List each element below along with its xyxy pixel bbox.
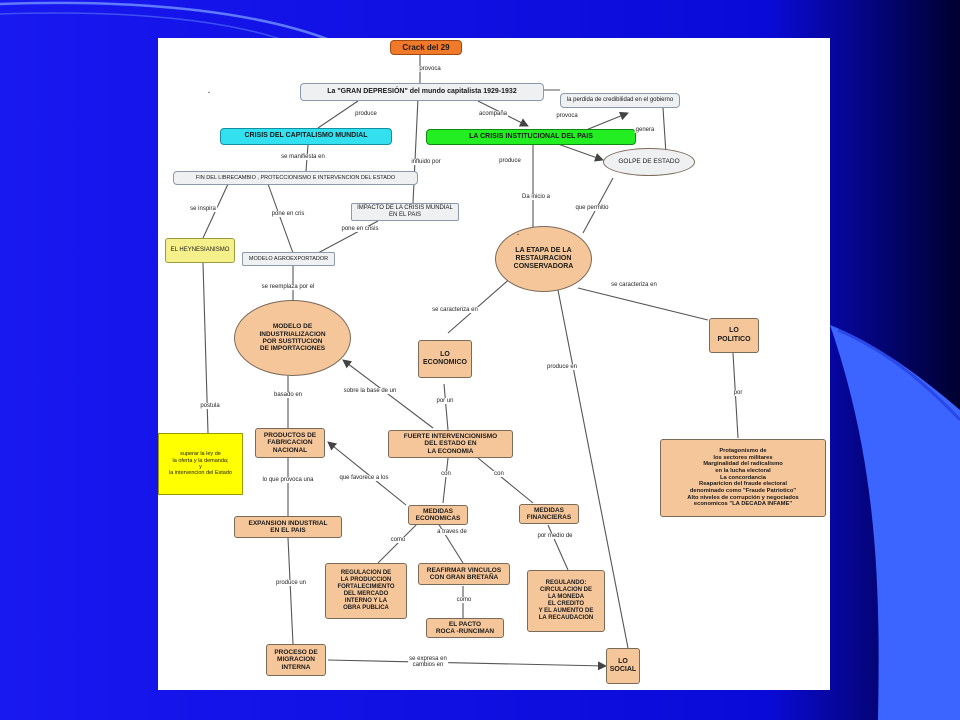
- link-label: produce: [354, 111, 378, 117]
- link-label: por un: [435, 398, 455, 404]
- link-label: basado en: [272, 392, 304, 398]
- link-label: provoca: [555, 113, 579, 119]
- node-golpe-de-estado: GOLPE DE ESTADO: [603, 148, 695, 176]
- node-crack-del-29: Crack del 29: [390, 40, 462, 55]
- node-regulando: REGULANDO: CIRCULACION DE LA MONEDA EL C…: [527, 570, 605, 632]
- link-label: genera: [634, 127, 656, 133]
- link-label: postula: [199, 403, 221, 409]
- link-label: produce en: [545, 364, 579, 370]
- link-label: pone en cris: [270, 211, 306, 217]
- node-reafirmar-vinculos: REAFIRMAR VINCULOS CON GRAN BRETAÑA: [418, 563, 510, 585]
- link-label: que permitio: [574, 205, 610, 211]
- link-label: por: [732, 390, 744, 396]
- node-protagonismo: Protagonismo de los sectores militares M…: [660, 439, 826, 517]
- link-label: con: [493, 471, 505, 477]
- link-label: provoca: [418, 66, 442, 72]
- link-label: por medio de: [536, 533, 574, 539]
- node-lo-politico: LO POLITICO: [709, 318, 759, 353]
- link-label: se caracteriza en: [610, 282, 658, 288]
- node-keynesianismo: EL HEYNESIANISMO: [165, 238, 235, 263]
- node-fuerte-intervencionismo: FUERTE INTERVENCIONISMO DEL ESTADO EN LA…: [388, 430, 513, 458]
- link-label: influido por: [410, 159, 442, 165]
- link-label: con: [440, 471, 452, 477]
- node-medidas-economicas: MEDIDAS ECONOMICAS: [408, 505, 468, 525]
- node-etapa-restauracion: LA ETAPA DE LA RESTAURACION CONSERVADORA: [495, 226, 592, 292]
- link-label: se inspira: [189, 206, 217, 212]
- link-label: sobre la base de un: [342, 388, 398, 394]
- node-medidas-financieras: MEDIDAS FINANCIERAS: [519, 504, 579, 524]
- link-label: que favorece a los: [338, 475, 390, 481]
- node-fin-librecambio: FIN DEL LIBRECAMBIO , PROTECCIONISMO E I…: [173, 171, 418, 185]
- node-crisis-capitalismo: CRISIS DEL CAPITALISMO MUNDIAL: [220, 128, 392, 145]
- node-gran-depresion: La "GRAN DEPRESIÓN" del mundo capitalist…: [300, 83, 544, 101]
- link-label: produce un: [274, 580, 308, 586]
- link-label: Da inicio a: [520, 194, 552, 200]
- concept-map: Crack del 29 La "GRAN DEPRESIÓN" del mun…: [158, 38, 830, 690]
- node-superar-ley: superar la ley de la oferta y la demanda…: [158, 433, 243, 495]
- node-pacto-roca-runciman: EL PACTO ROCA -RUNCIMAN: [426, 618, 504, 638]
- link-label: como: [389, 537, 407, 543]
- node-crisis-institucional: LA CRISIS INSTITUCIONAL DEL PAIS: [426, 129, 636, 145]
- link-label: a traves de: [436, 529, 468, 535]
- link-label: se expresa en cambios en: [408, 656, 448, 668]
- node-expansion-industrial: EXPANSION INDUSTRIAL EN EL PAIS: [234, 516, 342, 538]
- node-modelo-industrializacion: MODELO DE INDUSTRIALIZACION POR SUSTITUC…: [234, 300, 351, 376]
- link-label: se reemplaza por el: [260, 284, 316, 290]
- link-label: como: [455, 597, 473, 603]
- node-lo-economico: LO ECONOMICO: [418, 340, 472, 378]
- marker-dot: .: [207, 85, 211, 96]
- link-label: acompaña: [477, 111, 509, 117]
- node-impacto-crisis: IMPACTO DE LA CRISIS MUNDIAL EN EL PAIS: [351, 203, 459, 221]
- node-perdida-credibilidad: la perdida de credibilidad en el gobiern…: [560, 93, 680, 108]
- link-label: pone en crisis: [340, 226, 380, 232]
- node-lo-social: LO SOCIAL: [606, 648, 640, 684]
- marker-dot: .: [516, 227, 520, 238]
- node-proceso-migracion: PROCESO DE MIGRACION INTERNA: [266, 644, 326, 676]
- link-label: produce: [498, 158, 522, 164]
- node-modelo-agroexportador: MODELO AGROEXPORTADOR: [242, 252, 335, 266]
- link-label: se manifiesta en: [280, 154, 326, 160]
- node-regulacion-produccion: REGULACION DE LA PRODUCCION FORTALECIMIE…: [325, 563, 407, 619]
- node-productos-fabricacion: PRODUCTOS DE FABRICACION NACIONAL: [255, 428, 325, 458]
- link-label: se caracteriza en: [431, 307, 479, 313]
- link-label: lo que provoca una: [261, 477, 315, 483]
